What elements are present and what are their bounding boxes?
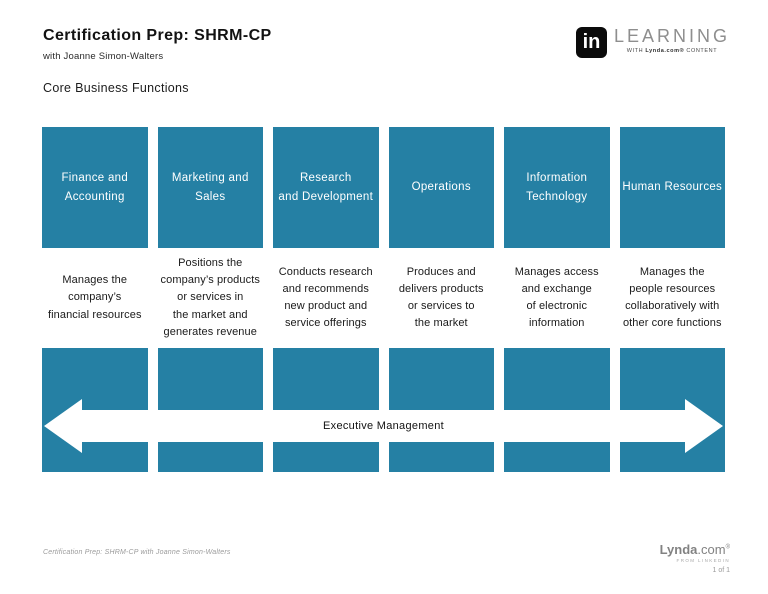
lynda-logo-rest: .com [697, 542, 726, 557]
course-title: Certification Prep: SHRM-CP [43, 27, 272, 44]
column-description: Produces and delivers products or servic… [388, 248, 494, 348]
double-arrow-shape [44, 399, 723, 453]
lynda-sub-text: FROM LINKEDIN [676, 558, 730, 564]
page-number: 1 of 1 [712, 567, 730, 575]
registered-mark: ® [725, 544, 730, 551]
column-header: Human Resources [619, 127, 725, 248]
footer-brand: Lynda.com® FROM LINKEDIN 1 of 1 [659, 542, 730, 575]
learning-wordmark: LEARNING WITH Lynda.com® CONTENT [613, 26, 730, 54]
column-header: Research and Development [273, 127, 379, 248]
column-header: Marketing and Sales [157, 127, 263, 248]
lynda-logo-bold: Lynda [659, 542, 698, 557]
column-header: Operations [388, 127, 494, 248]
linkedin-icon: in [575, 27, 607, 58]
column-header: Information Technology [504, 127, 610, 248]
executive-management-arrow: Executive Management [42, 398, 725, 454]
column-description: Conducts research and recommends new pro… [273, 248, 379, 348]
learning-text: LEARNING [613, 26, 730, 46]
learning-tagline: WITH Lynda.com® CONTENT [627, 48, 717, 54]
column-description: Manages the people resources collaborati… [619, 248, 725, 348]
tagline-prefix: WITH [626, 47, 644, 54]
footer-course-reference: Certification Prep: SHRM-CP with Joanne … [43, 549, 231, 556]
column-description: Manages the company’s financial resource… [42, 248, 148, 348]
column-description: Manages access and exchange of electroni… [504, 248, 610, 348]
tagline-brand: Lynda.com® [645, 47, 685, 54]
lynda-logo: Lynda.com® [659, 542, 730, 557]
tagline-suffix: CONTENT [686, 47, 718, 54]
page-title: Core Business Functions [43, 81, 189, 95]
arrow-label: Executive Management [323, 419, 444, 432]
column-header: Finance and Accounting [42, 127, 148, 248]
course-author: with Joanne Simon-Walters [43, 51, 164, 62]
column-description: Positions the company’s products or serv… [157, 248, 263, 348]
linkedin-learning-logo: in LEARNING WITH Lynda.com® CONTENT [575, 26, 730, 58]
